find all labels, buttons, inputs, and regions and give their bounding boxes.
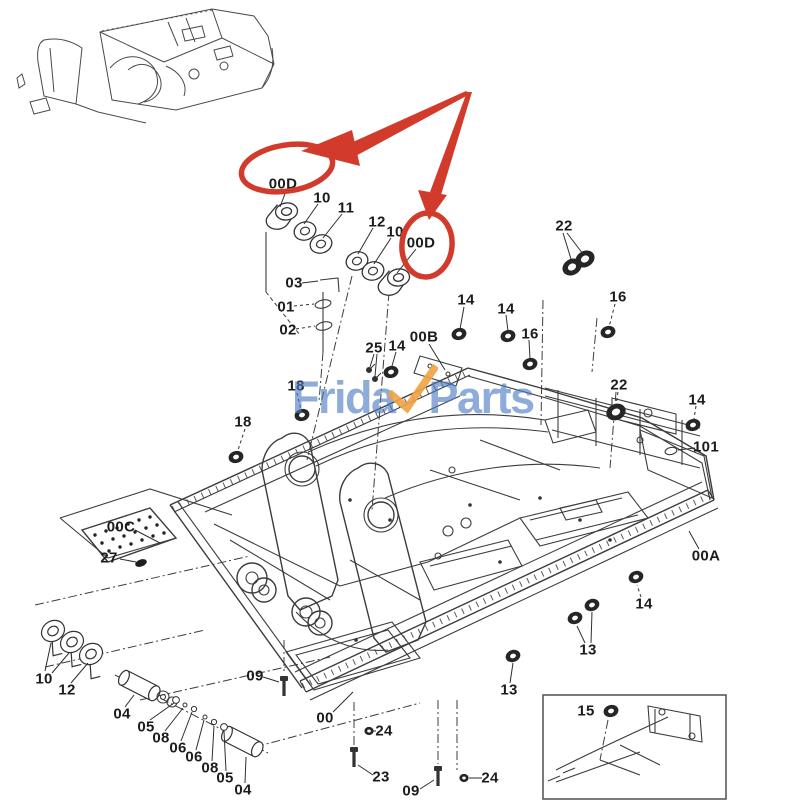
bolt-23 [350, 747, 358, 767]
plug-27 [135, 559, 147, 567]
orange-check-icon [387, 364, 438, 414]
watermark: Frida Parts [292, 364, 536, 424]
bolt-09 [280, 676, 288, 696]
watermark-text-right: Parts [428, 372, 536, 423]
clip-02 [315, 321, 333, 331]
loose-parts [36, 200, 702, 786]
main-frame-drawing [59, 355, 719, 701]
step-plate-tread-dots [93, 515, 166, 553]
construction-lines [34, 232, 617, 770]
excavator-thumbnail-drawing [16, 8, 275, 124]
inset-detail-box [542, 694, 727, 800]
bushing-00d-left [263, 200, 301, 232]
clip-101 [664, 446, 678, 456]
bolt-09 [434, 766, 442, 786]
watermark-text-left: Frida [292, 372, 396, 423]
small-washers-05-08-06 [172, 696, 228, 731]
nut-24 [459, 773, 469, 783]
pin-04 [115, 668, 163, 704]
deck-bolt-dots [348, 496, 612, 642]
clip-01 [314, 299, 332, 309]
fasteners-25 [366, 363, 382, 382]
bracket-03 [319, 277, 340, 293]
